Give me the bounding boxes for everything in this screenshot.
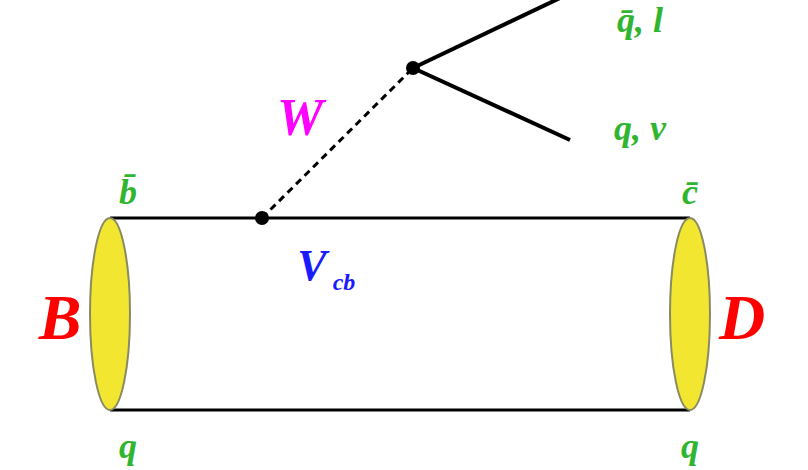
meson-end [670,218,710,410]
quark-label: c̄ [682,174,698,210]
quark-label: q [119,428,137,464]
ckm-label: V [297,244,326,288]
particle-label: q̄, l [617,2,663,38]
meson-label: B [39,286,82,350]
boson-label: W [277,92,323,144]
quark-line [110,409,690,412]
meson-end [90,218,130,410]
ckm-subscript: cb [333,270,356,294]
w-boson-line [262,68,413,218]
vertex-dot [406,61,420,75]
quark-label: b̄ [119,174,137,210]
decay-product-line [413,0,560,68]
meson-label: D [719,286,765,350]
particle-label: q, ν [614,110,666,146]
decay-product-line [413,68,570,140]
quark-line [110,217,690,220]
quark-label: q [681,428,699,464]
vertex-dot [255,211,269,225]
